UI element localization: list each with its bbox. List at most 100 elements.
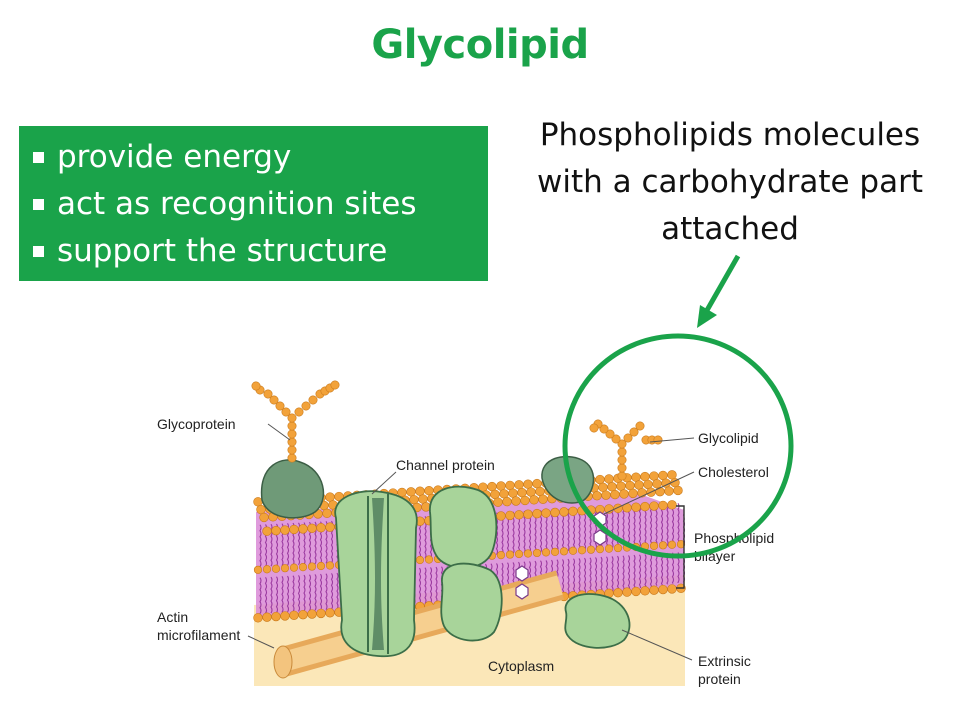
sugar-unit <box>275 401 285 411</box>
functions-box: provide energy act as recognition sites … <box>19 126 488 281</box>
phospholipid-tail <box>622 555 625 593</box>
phospholipid-head <box>640 501 650 512</box>
phospholipid-head <box>532 508 542 519</box>
sugar-unit <box>281 407 291 417</box>
phospholipid-head <box>253 565 263 574</box>
sugar-unit <box>617 471 627 481</box>
phospholipid-tail <box>424 567 427 605</box>
sugar-unit <box>589 423 599 433</box>
phospholipid-head <box>253 497 263 507</box>
phospholipid-tail <box>418 567 422 605</box>
phospholipid-tail <box>325 573 328 611</box>
sugar-unit <box>605 429 615 439</box>
function-text: act as recognition sites <box>57 186 417 222</box>
phospholipid-head <box>424 485 434 496</box>
phospholipid-tail <box>281 576 284 613</box>
phospholipid-head <box>298 524 308 534</box>
phospholipid-head <box>256 504 266 515</box>
sugar-unit <box>330 380 340 390</box>
caption-line: attached <box>661 211 799 247</box>
phospholipid-head <box>601 490 611 500</box>
phospholipid-tail <box>286 575 290 613</box>
phospholipid-head <box>505 550 515 559</box>
phospholipid-head <box>625 480 635 491</box>
phospholipid-tail <box>314 574 317 611</box>
phospholipid-head <box>640 586 650 596</box>
phospholipid-head <box>613 543 623 553</box>
phospholipid-head <box>271 611 281 622</box>
phospholipid-head <box>514 480 524 490</box>
phospholipid-head <box>271 564 281 573</box>
phospholipid-tail <box>259 524 262 568</box>
phospholipid-head <box>538 494 548 504</box>
phospholipid-head <box>658 541 668 550</box>
function-text: support the structure <box>57 233 388 269</box>
phospholipid-head <box>511 496 521 506</box>
sugar-unit <box>287 445 297 455</box>
phospholipid-tail <box>660 553 664 590</box>
sugar-unit <box>617 455 627 465</box>
phospholipid-head <box>610 489 620 500</box>
phospholipid-head <box>532 548 542 558</box>
phospholipid-head <box>505 510 515 521</box>
label-actin: Actin <box>157 609 188 625</box>
sugar-unit <box>251 381 261 391</box>
phospholipid-head <box>325 608 335 618</box>
phospholipid-head <box>607 482 617 492</box>
phospholipid-tail <box>330 573 334 610</box>
phospholipid-head <box>415 555 425 565</box>
label-glycolipid: Glycolipid <box>698 430 759 446</box>
phospholipid-head <box>298 609 308 620</box>
phospholipid-head <box>490 489 500 500</box>
phospholipid-tail <box>644 554 647 591</box>
phospholipid-head <box>640 471 650 482</box>
phospholipid-tail <box>671 552 675 590</box>
phospholipid-head <box>322 508 332 519</box>
phospholipid-head <box>631 586 641 597</box>
phospholipid-head <box>667 470 677 480</box>
phospholipid-head <box>253 613 263 623</box>
phospholipid-head <box>496 511 506 521</box>
phospholipid-head <box>289 610 299 620</box>
phospholipid-head <box>667 500 677 510</box>
function-text: provide energy <box>57 139 292 175</box>
phospholipid-tail <box>259 577 262 615</box>
phospholipid-tail <box>644 504 647 548</box>
phospholipid-head <box>535 486 545 497</box>
phospholipid-head <box>592 491 602 501</box>
square-bullet-icon <box>33 246 44 257</box>
phospholipid-tail <box>561 559 565 596</box>
phospholipid-head <box>487 481 497 492</box>
phospholipid-head <box>523 549 533 558</box>
phospholipid-tail <box>578 508 581 551</box>
phospholipid-head <box>673 485 683 496</box>
phospholipid-head <box>577 546 587 555</box>
phospholipid-head <box>523 509 533 519</box>
function-item: provide energy <box>33 134 488 181</box>
phospholipid-tail <box>649 553 653 591</box>
phospholipid-tail <box>583 557 587 595</box>
phospholipid-tail <box>435 566 438 604</box>
phospholipid-tail <box>292 575 295 613</box>
phospholipid-head <box>316 523 326 533</box>
label-microfilament: microfilament <box>157 627 240 643</box>
glycoprotein <box>251 380 340 519</box>
phospholipid-head <box>514 549 524 559</box>
label-cytoplasm: Cytoplasm <box>488 658 554 674</box>
phospholipid-head <box>496 551 506 560</box>
phospholipid-tail <box>666 503 669 547</box>
actin-microfilament <box>273 570 565 679</box>
phospholipid-head <box>529 495 539 505</box>
phospholipid-head <box>604 544 614 553</box>
phospholipid-head <box>271 525 281 536</box>
phospholipid-head <box>526 487 536 497</box>
phospholipid-head <box>316 561 326 571</box>
function-item: support the structure <box>33 228 488 275</box>
phospholipid-tail <box>633 505 636 548</box>
phospholipid-head <box>325 561 335 570</box>
sugar-unit <box>629 427 639 437</box>
phospholipid-head <box>658 584 668 595</box>
phospholipid-tail <box>605 506 609 550</box>
phospholipid-head <box>634 480 644 490</box>
phospholipid-head <box>280 525 290 535</box>
